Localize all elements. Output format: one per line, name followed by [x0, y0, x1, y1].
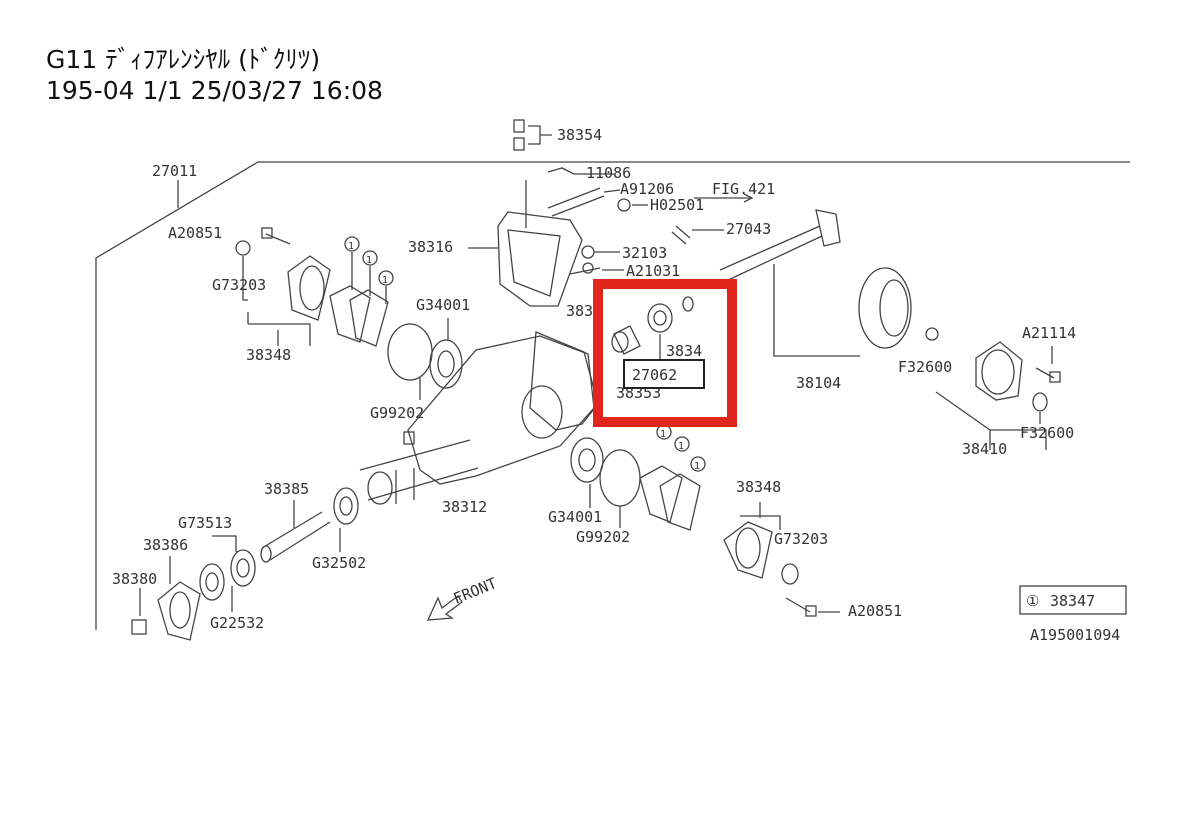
label-27062: 27062: [632, 366, 677, 384]
carrier-38312: [407, 335, 595, 485]
label-38316: 38316: [408, 238, 453, 256]
frame-line: [95, 161, 1130, 630]
label-a20851-top: A20851: [168, 224, 222, 242]
drawing-id: A195001094: [1030, 626, 1120, 644]
label-g99202-bottom: G99202: [576, 528, 630, 546]
bolt-a20851-top: [265, 233, 291, 245]
nut-38380: [131, 619, 147, 635]
washer-g73203-left: [235, 240, 251, 256]
label-38348-right: 38348: [736, 478, 781, 496]
legend-part: 38347: [1050, 592, 1095, 610]
label-3834: 3834: [666, 342, 702, 360]
highlight-box: [593, 279, 737, 427]
label-27043: 27043: [726, 220, 771, 238]
circle-one-marker: 1: [366, 255, 372, 266]
label-38312: 38312: [442, 498, 487, 516]
circle-one-marker: 1: [348, 241, 354, 252]
label-fig421: FIG.421: [712, 180, 775, 198]
circle-one-marker: 1: [694, 461, 700, 472]
stud-a91206: [547, 187, 605, 217]
ring-gear: [858, 267, 912, 349]
bracket-38354: [528, 125, 552, 145]
label-box-27062: [623, 359, 705, 389]
label-38386: 38386: [143, 536, 188, 554]
bracket-38410: [935, 391, 1047, 450]
label-a20851-bottom: A20851: [848, 602, 902, 620]
plug-h02501: [617, 198, 631, 212]
diff-case-38410: [975, 341, 1023, 401]
shaft-38385: [261, 511, 331, 561]
nut-32103: [581, 245, 595, 259]
pinion-shaft-38104: [719, 225, 823, 283]
sensor-27043: [671, 225, 691, 245]
washer-part: [682, 296, 694, 312]
label-g22532: G22532: [210, 614, 264, 632]
sleeve-part: [613, 325, 641, 355]
shim-set-left: [329, 285, 371, 343]
label-front: FRONT: [451, 574, 500, 608]
label-11086: 11086: [586, 164, 631, 182]
label-38353: 38353: [616, 384, 661, 402]
seal-g22532: [199, 563, 225, 601]
label-38348-left: 38348: [246, 346, 291, 364]
label-32103: 32103: [622, 244, 667, 262]
bearing-part: [647, 303, 673, 333]
legend-box: [1019, 585, 1127, 615]
shim-set-right: [639, 465, 683, 523]
label-38380: 38380: [112, 570, 157, 588]
label-38104: 38104: [796, 374, 841, 392]
seal-g32502: [333, 487, 359, 525]
vent-plug: [403, 431, 415, 445]
label-h02501: H02501: [650, 196, 704, 214]
label-g34001-top: G34001: [416, 296, 470, 314]
bolt-a21031: [569, 267, 601, 275]
label-g73203-left: G73203: [212, 276, 266, 294]
label-27011: 27011: [152, 162, 197, 180]
label-38410: 38410: [962, 440, 1007, 458]
front-arrow: [426, 595, 463, 621]
diagram-subtitle: 195-04 1/1 25/03/27 16:08: [46, 76, 383, 105]
bolt-38354-b: [513, 137, 525, 151]
oil-seal-g99202-bottom: [599, 449, 641, 507]
label-g99202-top: G99202: [370, 404, 424, 422]
label-g34001-bottom: G34001: [548, 508, 602, 526]
bearing-g73513: [230, 549, 256, 587]
bolt-a21114: [1035, 367, 1055, 379]
label-a91206: A91206: [620, 180, 674, 198]
bracket-38348-left: [247, 312, 311, 346]
bearing-g34001-bottom: [570, 437, 604, 483]
leader-38104: [773, 264, 860, 357]
cover-38316: [497, 211, 583, 307]
legend-symbol: ①: [1026, 592, 1039, 610]
label-f32600-b: F32600: [1020, 424, 1074, 442]
bracket-38348-right: [740, 502, 781, 530]
label-38354: 38354: [557, 126, 602, 144]
label-38385: 38385: [264, 480, 309, 498]
label-f32600-a: F32600: [898, 358, 952, 376]
diagram-title: G11 ﾃﾞｨﾌｱﾚﾝｼﾔﾙ (ﾄﾞｸﾘﾂ): [46, 45, 321, 74]
highlight-27062: 27062: [593, 279, 737, 427]
label-a21031: A21031: [626, 262, 680, 280]
label-g73513: G73513: [178, 514, 232, 532]
label-g32502: G32502: [312, 554, 366, 572]
oil-seal-g99202-top: [387, 323, 433, 381]
circle-one-marker: 1: [660, 429, 666, 440]
bearing-g34001-top: [429, 339, 463, 389]
bolt-38354-a: [513, 119, 525, 133]
circle-one-marker: 1: [678, 441, 684, 452]
label-a21114: A21114: [1022, 324, 1076, 342]
label-g73203-right: G73203: [774, 530, 828, 548]
washer-g73203-right: [781, 563, 799, 585]
flange-right: [723, 521, 773, 579]
circle-one-marker: 1: [382, 275, 388, 286]
flange-38386: [157, 581, 201, 641]
